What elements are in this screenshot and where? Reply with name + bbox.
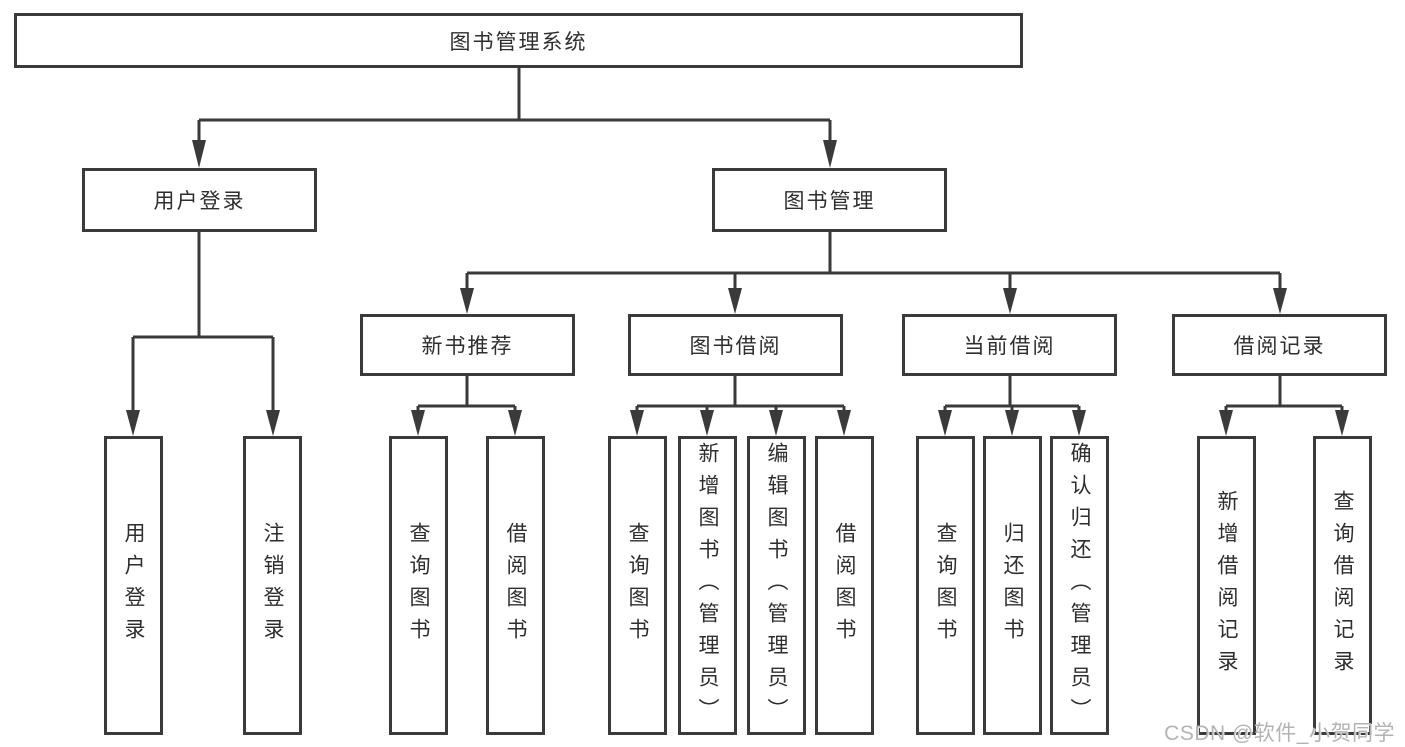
leaf-borrow-books-borrowing: 借阅图书 <box>815 436 874 735</box>
leaf-add-borrow-record: 新增借阅记录 <box>1197 436 1256 735</box>
node-current-borrowing: 当前借阅 <box>902 314 1117 376</box>
watermark: CSDN @软件_小贺同学 <box>1164 722 1395 745</box>
leaf-query-books-current: 查询图书 <box>916 436 975 735</box>
leaf-add-book-admin: 新增图书（管理员） <box>678 436 737 735</box>
leaf-query-books-borrowing: 查询图书 <box>608 436 667 735</box>
leaf-borrow-books-recommend: 借阅图书 <box>486 436 545 735</box>
arrowheads <box>126 140 1349 436</box>
leaf-user-login: 用户登录 <box>104 436 163 735</box>
connector-path <box>131 66 1344 412</box>
leaf-logout: 注销登录 <box>243 436 302 735</box>
leaf-confirm-return-admin: 确认归还（管理员） <box>1050 436 1109 735</box>
leaf-query-borrow-record: 查询借阅记录 <box>1313 436 1372 735</box>
node-book-borrowing: 图书借阅 <box>628 314 843 376</box>
node-book-management: 图书管理 <box>712 168 947 232</box>
leaf-return-books: 归还图书 <box>983 436 1042 735</box>
node-user-login: 用户登录 <box>82 168 317 232</box>
node-library-management-system: 图书管理系统 <box>14 13 1023 68</box>
leaf-edit-book-admin: 编辑图书（管理员） <box>747 436 806 735</box>
node-borrowing-records: 借阅记录 <box>1172 314 1387 376</box>
leaf-query-books-recommend: 查询图书 <box>389 436 448 735</box>
node-new-book-recommendation: 新书推荐 <box>360 314 575 376</box>
